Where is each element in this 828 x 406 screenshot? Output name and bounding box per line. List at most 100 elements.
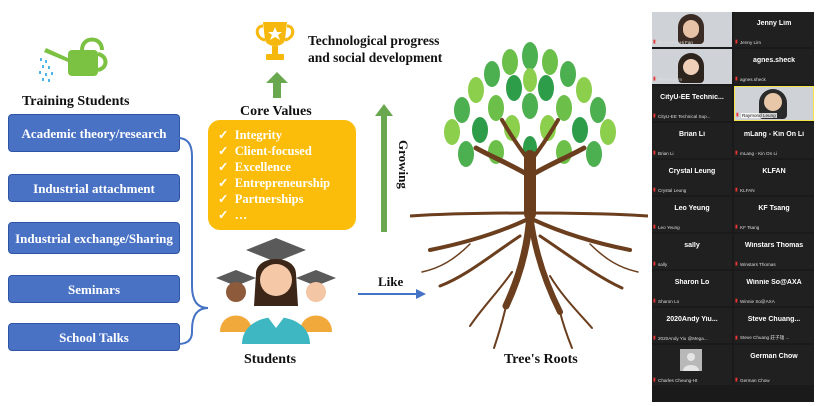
participant-tile[interactable]: Winstars Thomas ▮ Winstars Thomas [734,234,814,269]
technological-progress-text: Technological progress and social develo… [308,32,442,66]
graduates-icon [216,238,336,344]
participant-subname: Sharon Lo [658,299,680,304]
watering-can-icon [39,37,108,82]
participant-subname: Crystal Leung [658,188,687,193]
participant-name: Jenny Lim [756,20,792,27]
mic-muted-icon: ▮ [735,151,738,156]
mic-muted-icon: ▮ [653,77,656,82]
participant-subname: sally [658,262,668,267]
participant-tile[interactable]: German Chow ▮ German Chow [734,345,814,385]
participant-tile[interactable]: ▮ Dr. CHAN Hi Fan [652,12,732,47]
participant-name: German Chow [750,353,798,360]
mic-muted-icon: ▮ [735,378,738,383]
participant-tile[interactable]: ▮ Charles Cheung-Ht [652,345,732,385]
participant-name: Winnie So@AXA [746,279,802,286]
core-value-label: Integrity [234,128,282,142]
participant-tile[interactable]: Leo Yeung ▮ Leo Yeung [652,197,732,232]
participant-tile[interactable]: Steve Chuang... ▮ Steve Chuang 莊子雄 ... [734,308,814,343]
mic-muted-icon: ▮ [653,188,656,193]
participant-subname: Jenny Lim [740,40,761,45]
participant-subname: Brian Li [658,151,674,156]
participant-tile[interactable]: sally ▮ sally [652,234,732,269]
core-value-label: Excellence [234,160,291,174]
mic-muted-icon: ▮ [735,188,738,193]
participant-subname: Steve Chuang 莊子雄 ... [740,335,790,340]
participants-gallery[interactable]: ▮ Dr. CHAN Hi Fan Jenny Lim ▮ Jenny Lim … [652,12,814,402]
core-value-item: ✓ Client-focused [218,143,356,159]
trophy-icon [255,22,295,60]
students-label: Students [244,352,297,367]
tech-line-2: and social development [308,50,443,65]
tree-roots-label: Tree's Roots [504,352,578,367]
participant-name: Brian Li [678,131,706,138]
check-icon: ✓ [218,144,229,158]
check-icon: ✓ [218,176,229,190]
participant-tile[interactable]: ▮ Winnie Jem [652,49,732,84]
core-value-label: … [234,208,248,222]
participant-face [683,20,699,38]
participant-tile[interactable]: mLang - Kin On Li ▮ mLang - Kin On Li [734,123,814,158]
slide-canvas: Training Students Academic theory/resear… [8,22,648,367]
participant-tile[interactable]: agnes.sheck ▮ agnes.sheck [734,49,814,84]
mic-muted-icon: ▮ [653,40,656,45]
participant-tile[interactable]: Brian Li ▮ Brian Li [652,123,732,158]
participant-name: CityU-EE Technic... [660,94,724,101]
participant-tile-active-speaker[interactable]: ▮ Raymond Leung [734,86,814,121]
participant-name: 2020Andy Yiu... [666,316,718,323]
participant-subname: agnes.sheck [740,77,766,82]
participant-name: Steve Chuang... [747,316,801,323]
like-arrow [358,289,426,299]
mic-muted-icon: ▮ [653,378,656,383]
box-school-talks: School Talks [8,323,180,351]
participant-tile[interactable]: KF Tsang ▮ KF Tsang [734,197,814,232]
participant-subname: German Chow [740,378,770,383]
check-icon: ✓ [218,192,229,206]
core-value-item: ✓ Partnerships [218,191,356,207]
participant-name: Winstars Thomas [744,242,804,249]
participant-subname: mLang - Kin On Li [740,151,778,156]
check-icon: ✓ [218,128,229,142]
participant-subname: Raymond Leung [741,113,777,118]
box-academic-research: Academic theory/research [8,114,180,152]
avatar [680,349,702,371]
participant-tile[interactable]: Jenny Lim ▮ Jenny Lim [734,12,814,47]
participant-tile[interactable]: 2020Andy Yiu... ▮ 2020Andy Yiu @Mega... [652,308,732,343]
participant-face [764,93,782,111]
participant-name: KLFAN [762,168,786,175]
core-value-label: Entrepreneurship [234,176,331,190]
participant-tile[interactable]: Sharon Lo ▮ Sharon Lo [652,271,732,306]
core-value-item: ✓ Integrity [218,127,356,143]
participant-subname: Leo Yeung [658,225,680,230]
participant-name: sally [684,242,700,249]
participant-name: Crystal Leung [668,168,716,175]
participant-tile[interactable]: KLFAN ▮ KLFAN [734,160,814,195]
mic-muted-icon: ▮ [735,262,738,267]
mic-muted-icon: ▮ [735,77,738,82]
participant-subname: 2020Andy Yiu @Mega... [658,336,708,341]
person-placeholder-icon [683,353,699,371]
tech-line-1: Technological progress [308,33,440,48]
mic-muted-icon: ▮ [653,299,656,304]
participant-subname: Winnie So@AXA [740,299,775,304]
participant-subname: Charles Cheung-Ht [658,378,698,383]
like-label: Like [378,274,404,289]
core-value-item: ✓ Excellence [218,159,356,175]
mic-muted-icon: ▮ [653,336,656,341]
core-value-label: Client-focused [234,144,312,158]
participant-tile[interactable]: Winnie So@AXA ▮ Winnie So@AXA [734,271,814,306]
mic-muted-icon: ▮ [735,299,738,304]
participant-subname: KLFAN [740,188,755,193]
mic-muted-icon: ▮ [735,40,738,45]
mic-muted-icon: ▮ [653,114,656,119]
core-value-item: ✓ … [218,207,356,223]
box-industrial-attachment: Industrial attachment [8,174,180,202]
box-industrial-exchange: Industrial exchange/Sharing [8,222,180,254]
growing-label: Growing [396,140,411,189]
core-value-item: ✓ Entrepreneurship [218,175,356,191]
core-value-label: Partnerships [234,192,304,206]
mic-muted-icon: ▮ [735,225,738,230]
participant-name: mLang - Kin On Li [743,131,805,138]
participant-tile[interactable]: CityU-EE Technic... ▮ CityU-EE Technical… [652,86,732,121]
participant-tile[interactable]: Crystal Leung ▮ Crystal Leung [652,160,732,195]
participant-name: Leo Yeung [674,205,710,212]
